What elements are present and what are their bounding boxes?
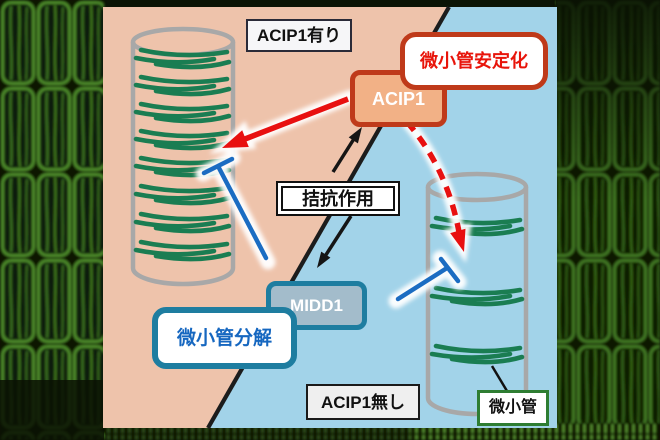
inhibition-tbar-left-icon [201,156,269,261]
inhibition-tbar-right-icon [395,256,461,302]
antagonism-arrow-up-icon [331,127,362,173]
lost-stabilization-dashed-arrow-icon [404,120,466,252]
stabilization-arrow-icon [222,96,349,148]
acip1-absent-label: ACIP1無し [306,384,420,420]
right-dark-fade [556,0,660,200]
stabilization-label: 微小管安定化 [400,32,548,90]
antagonism-arrow-down-icon [317,215,353,268]
antagonism-label: 拮抗作用 [276,181,400,216]
acip1-present-label: ACIP1有り [246,19,352,52]
microtubule-label: 微小管 [477,390,549,426]
decomposition-label: 微小管分解 [152,307,297,369]
left-dark-corner [0,380,104,440]
microtubule-pointer-line [490,365,509,392]
left-tissue-texture [0,0,104,440]
